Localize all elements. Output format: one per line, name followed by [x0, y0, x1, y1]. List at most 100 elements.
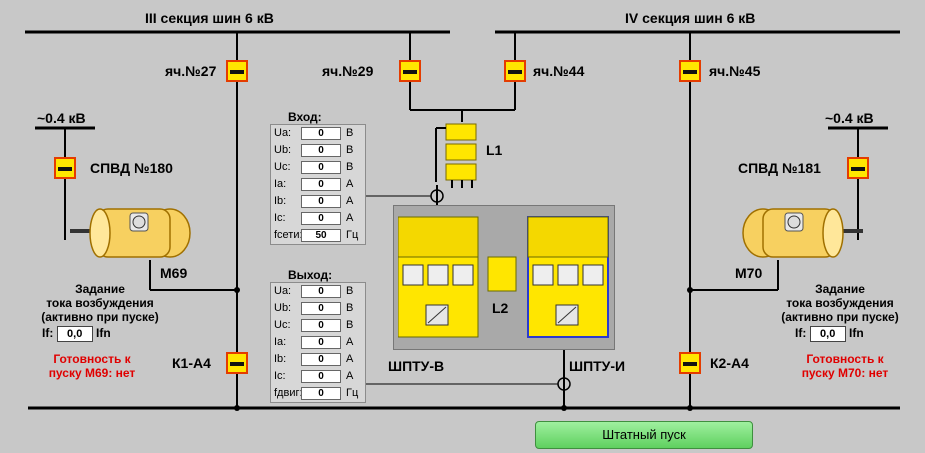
ready-m70-line2: пуску М70: нет [801, 366, 889, 380]
measurement-name: Ub: [274, 144, 292, 156]
measurement-unit: Гц [346, 229, 359, 241]
measurement-name: fсети: [274, 229, 303, 241]
motor-m69-icon[interactable] [68, 205, 198, 260]
measurement-value: 0 [301, 178, 341, 191]
bus-section-4-title: IV секция шин 6 кВ [625, 10, 756, 26]
excitation-right-line2: тока возбуждения [786, 296, 894, 310]
breaker-cell-29[interactable] [399, 60, 421, 82]
motor-m70-label: M70 [735, 265, 763, 281]
measurement-name: Ia: [274, 336, 287, 348]
breaker-cell-45[interactable] [679, 60, 701, 82]
measurement-value: 0 [301, 353, 341, 366]
measurement-value: 0 [301, 370, 341, 383]
breaker-spvd-180[interactable] [54, 157, 76, 179]
ready-m69-line1: Готовность к [53, 352, 131, 366]
measurement-value: 0 [301, 302, 341, 315]
measurement-name: Uc: [274, 319, 291, 331]
breaker-spvd-181[interactable] [847, 157, 869, 179]
if-right-label: If: [795, 326, 807, 341]
breaker-cell-44[interactable] [504, 60, 526, 82]
cell-44-label: яч.№44 [533, 63, 585, 79]
if-left-unit: Ifn [96, 326, 111, 341]
input-panel-title: Вход: [288, 110, 322, 124]
excitation-right-line3: (активно при пуске) [781, 310, 899, 324]
cell-27-label: яч.№27 [165, 63, 217, 79]
ready-status-m69: Готовность к пуску М69: нет [22, 352, 162, 380]
ready-m70-line1: Готовность к [806, 352, 884, 366]
measurement-name: Ic: [274, 212, 286, 224]
measurement-value: 0 [301, 212, 341, 225]
bus-section-3-title: III секция шин 6 кВ [145, 10, 274, 26]
excitation-left-title: Задание тока возбуждения (активно при пу… [30, 282, 170, 324]
k2-a4-label: К2-А4 [710, 355, 749, 371]
inverter-label: ШПТУ-И [569, 358, 626, 374]
excitation-right-title: Задание тока возбуждения (активно при пу… [770, 282, 910, 324]
measurement-unit: А [346, 195, 354, 207]
measurement-value: 0 [301, 336, 341, 349]
excitation-left-line2: тока возбуждения [46, 296, 154, 310]
excitation-left-line3: (активно при пуске) [41, 310, 159, 324]
measurement-name: Ua: [274, 127, 292, 139]
breaker-cell-27[interactable] [226, 60, 248, 82]
measurement-name: Ic: [274, 370, 286, 382]
measurement-unit: В [346, 161, 354, 173]
aux-voltage-left: ~0.4 кВ [37, 110, 86, 126]
converter-cabinets-icon[interactable] [398, 215, 610, 340]
measurement-name: Ib: [274, 195, 287, 207]
measurement-unit: В [346, 127, 354, 139]
output-panel-title: Выход: [288, 268, 333, 282]
measurement-name: Ub: [274, 302, 292, 314]
measurement-name: fдвиг: [274, 387, 303, 399]
measurement-value: 0 [301, 285, 341, 298]
measurement-unit: В [346, 144, 354, 156]
measurement-name: Uc: [274, 161, 291, 173]
measurement-unit: В [346, 302, 354, 314]
reactor-l2-label: L2 [492, 300, 509, 316]
measurement-name: Ua: [274, 285, 292, 297]
measurement-value: 0 [301, 127, 341, 140]
measurement-unit: Гц [346, 387, 359, 399]
cell-29-label: яч.№29 [322, 63, 374, 79]
normal-start-button[interactable]: Штатный пуск [535, 421, 753, 449]
motor-m70-icon[interactable] [735, 205, 865, 260]
measurement-value: 0 [301, 319, 341, 332]
measurement-name: Ia: [274, 178, 287, 190]
measurement-unit: В [346, 285, 354, 297]
excitation-left-setpoint: If: 0,0 Ifn [42, 326, 111, 342]
if-right-input[interactable]: 0,0 [809, 326, 846, 342]
measurement-value: 0 [301, 387, 341, 400]
if-left-input[interactable]: 0,0 [56, 326, 93, 342]
aux-voltage-right: ~0.4 кВ [825, 110, 874, 126]
excitation-left-line1: Задание [75, 282, 125, 296]
measurement-unit: В [346, 319, 354, 331]
measurement-unit: А [346, 178, 354, 190]
measurement-value: 0 [301, 161, 341, 174]
reactor-l1-label: L1 [486, 142, 503, 158]
motor-m69-label: M69 [160, 265, 188, 281]
ready-status-m70: Готовность к пуску М70: нет [775, 352, 915, 380]
ready-m69-line2: пуску М69: нет [48, 366, 136, 380]
measurement-unit: А [346, 336, 354, 348]
breaker-k1-a4[interactable] [226, 352, 248, 374]
measurement-unit: А [346, 353, 354, 365]
reactor-l1-icon[interactable] [432, 120, 482, 190]
k1-a4-label: К1-А4 [172, 355, 211, 371]
spvd-180-label: СПВД №180 [90, 160, 173, 176]
breaker-k2-a4[interactable] [679, 352, 701, 374]
measurement-row: fдвиг:0 Гц [271, 385, 365, 402]
excitation-right-line1: Задание [815, 282, 865, 296]
